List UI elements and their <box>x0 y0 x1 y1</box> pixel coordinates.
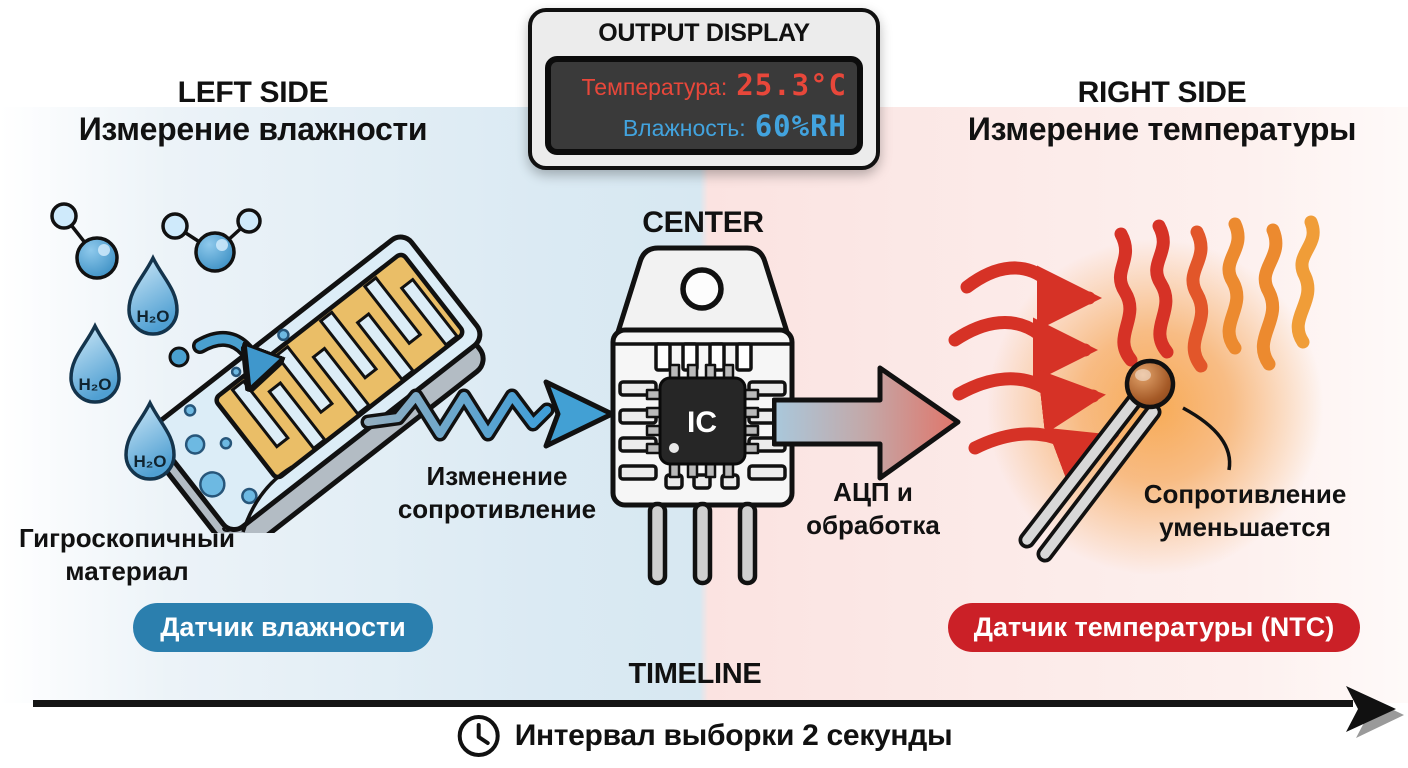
humidity-value: 60%RH <box>754 108 847 143</box>
humidity-illustration: H₂O H₂O H₂O <box>50 202 486 533</box>
hygroscopic-material-label: Гигроскопичный материал <box>18 523 236 586</box>
mounting-hole <box>680 267 724 311</box>
thermistor-illustration <box>948 215 1323 575</box>
ic-chip-label: IC <box>687 406 717 439</box>
left-side-label: LEFT SIDE <box>177 76 329 109</box>
temperature-sensor-badge: Датчик температуры (NTC) <box>948 603 1360 652</box>
resistance-change-label: Изменение сопротивление <box>397 461 597 524</box>
right-side-title: Измерение температуры <box>967 111 1357 147</box>
sampling-interval-caption: Интервал выборки 2 секунды <box>456 713 953 759</box>
humidity-label: Влажность: <box>622 114 746 141</box>
vent-slats <box>618 380 787 490</box>
right-side-label: RIGHT SIDE <box>1077 76 1247 109</box>
adc-arrow <box>772 365 961 481</box>
output-display: OUTPUT DISPLAY Температура: 25.3°C Влажн… <box>528 8 880 170</box>
timeline-label: TIMELINE <box>628 658 762 690</box>
arrowhead <box>1346 686 1396 732</box>
thermistor-bead <box>1124 358 1176 410</box>
resistance-zigzag-arrow <box>360 379 615 449</box>
absorption-arrow-icon <box>195 334 255 380</box>
clock-icon <box>457 715 500 757</box>
hygroscopic-substrate <box>152 234 486 533</box>
resistance-decreases-label: Сопротивление уменьшается <box>1143 479 1347 542</box>
humidity-sensor-badge: Датчик влажности <box>133 603 433 652</box>
zigzag-arrowhead <box>543 379 615 449</box>
droplet-h2o-label: H₂O <box>133 452 166 471</box>
material-leader-line <box>241 465 293 533</box>
water-molecule-icon <box>161 208 262 273</box>
ic-pin1-dot <box>669 443 679 453</box>
sampling-interval-text: Интервал выборки 2 секунды <box>514 719 953 752</box>
thermistor-legs <box>1018 391 1162 563</box>
ic-pins <box>645 363 760 479</box>
temperature-label: Температура: <box>581 74 728 101</box>
dht-sensor-illustration: IC <box>610 245 795 586</box>
output-display-title: OUTPUT DISPLAY <box>598 19 810 47</box>
droplet-h2o-label: H₂O <box>136 307 169 326</box>
heat-wave-icon <box>1114 215 1320 373</box>
bead-highlight <box>1135 369 1151 381</box>
temperature-value: 25.3°C <box>736 68 847 103</box>
center-label: CENTER <box>642 206 764 239</box>
water-molecule-icon <box>50 202 119 280</box>
temperature-readout: Температура: 25.3°C <box>582 68 847 102</box>
output-display-screen: Температура: 25.3°C Влажность: 60%RH <box>545 56 863 155</box>
moisture-bubbles <box>183 328 290 505</box>
resistance-leader-line <box>1182 406 1232 471</box>
humidity-readout: Влажность: 60%RH <box>623 109 847 143</box>
ic-chip <box>658 376 747 466</box>
timeline-arrow <box>33 686 1404 738</box>
left-side-title: Измерение влажности <box>78 111 428 147</box>
droplet-h2o-label: H₂O <box>78 375 111 394</box>
moisture-dot <box>168 346 190 368</box>
vent-notches <box>654 342 753 372</box>
adc-processing-label: АЦП и обработка <box>806 477 940 540</box>
sensor-legs <box>647 501 758 586</box>
water-droplet-icon: H₂O H₂O H₂O <box>69 254 179 481</box>
